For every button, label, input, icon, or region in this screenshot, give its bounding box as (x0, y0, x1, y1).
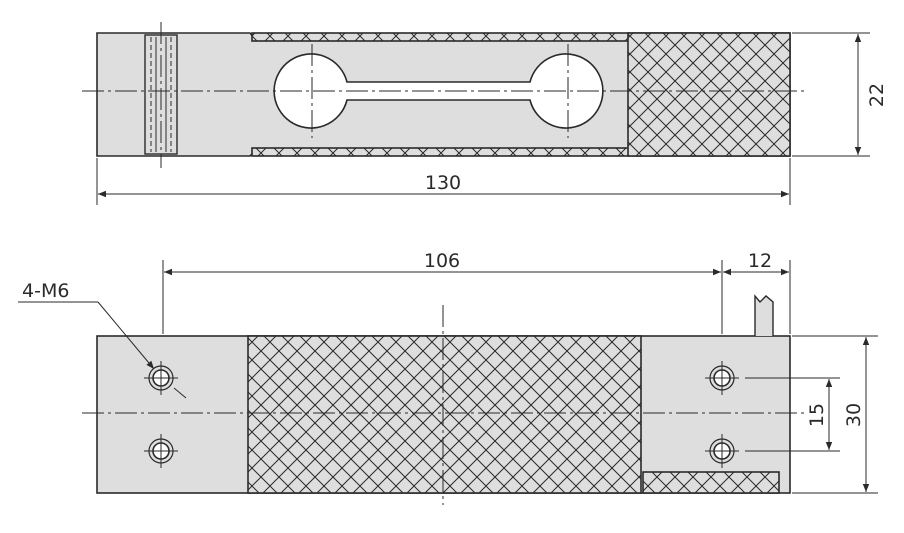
thread-callout-tail (173, 387, 187, 399)
thread-hole-bottom-right (705, 434, 739, 468)
thread-callout-label: 4-M6 (22, 280, 69, 302)
side-hatch-pad (642, 471, 780, 494)
cable-stub (754, 294, 774, 336)
thread-hole-bottom-left (144, 434, 178, 468)
top-hatch-strip-lower (251, 147, 631, 157)
thread-hole-top-left (144, 361, 178, 395)
thread-callout-leader (97, 301, 155, 370)
side-view: 4-M6 106 12 15 30 (18, 250, 878, 505)
dim-end-offset-label: 12 (748, 250, 772, 272)
dim-hole-spacing-label: 106 (424, 250, 460, 272)
top-hatch-block (627, 32, 791, 157)
dim-side-height-label: 30 (843, 403, 865, 427)
dim-top-height-label: 22 (866, 83, 888, 107)
dim-hole-pitch-label: 15 (806, 403, 828, 427)
side-hatch-center (247, 335, 642, 494)
dim-top-length-label: 130 (425, 172, 461, 194)
top-hatch-strip-upper (251, 32, 631, 42)
top-view: 22 130 (82, 22, 888, 205)
thread-hole-top-right (705, 361, 739, 395)
